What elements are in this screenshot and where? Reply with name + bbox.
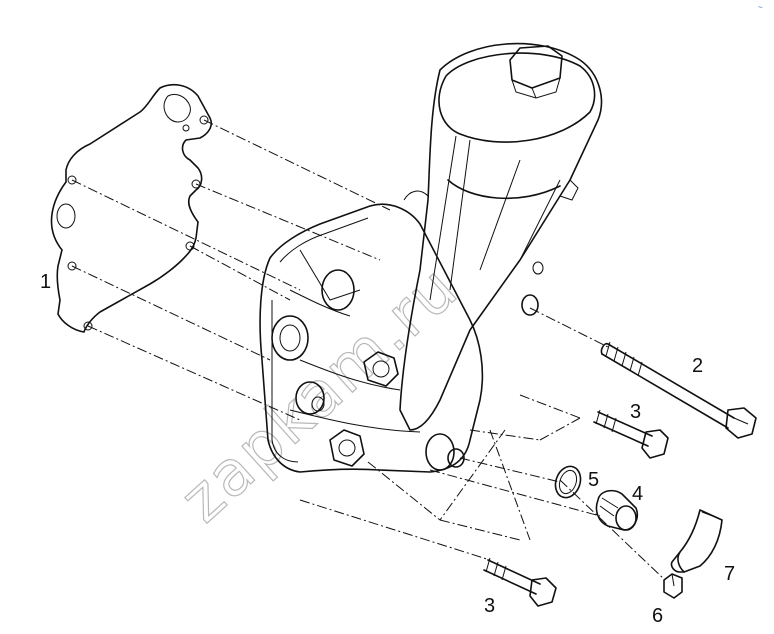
callout-1: 1 [40,271,51,293]
small-plug-part-6 [663,573,683,599]
long-bolt-part-2 [600,341,757,439]
callout-2: 2 [692,355,703,377]
short-bolt-part-3-lower [483,557,557,607]
sealing-ring-part-5 [554,465,582,499]
short-bolt-part-3-upper [593,409,669,459]
callout-6: 6 [652,605,663,627]
callout-4: 4 [632,483,643,505]
plug-part-4 [595,489,639,531]
oil-filter-housing [259,203,544,473]
sealant-tube-part-7 [670,509,723,573]
callout-7: 7 [724,563,735,585]
callout-5: 5 [588,469,599,491]
filter-cap [399,42,603,431]
callout-3-lower: 3 [484,595,495,617]
watermark: zapkam.ru [166,251,472,536]
gasket-part-1 [50,83,213,333]
callout-3-upper: 3 [630,401,641,423]
corner-mark: ~ [758,3,763,12]
